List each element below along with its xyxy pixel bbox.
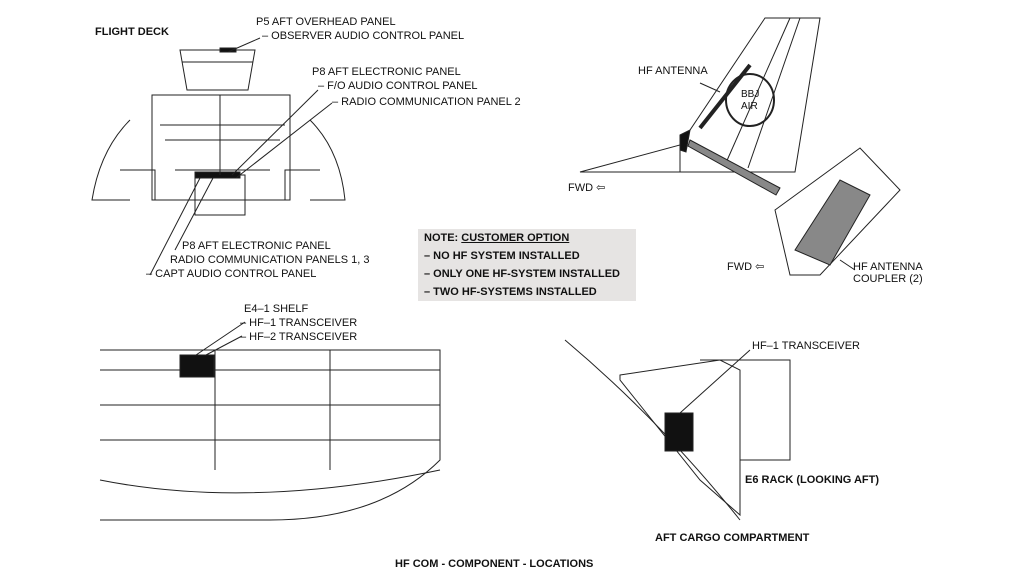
fwd-indicator: FWD ⇦ [727,261,765,273]
e6-rack-label: E6 RACK (LOOKING AFT) [745,474,880,486]
e4-shelf-label: E4–1 SHELF [244,303,309,315]
flight-deck-heading: FLIGHT DECK [95,26,169,38]
customer-option-note: NOTE: CUSTOMER OPTION – NO HF SYSTEM INS… [418,229,636,301]
logo-line1: BBJ [741,89,760,100]
e6-rack-drawing [564,339,791,521]
fo-acp-label: – F/O AUDIO CONTROL PANEL [318,80,478,92]
observer-acp-label: – OBSERVER AUDIO CONTROL PANEL [262,30,465,42]
diagram-title: HF COM - COMPONENT - LOCATIONS [395,558,594,570]
aft-cargo-label: AFT CARGO COMPARTMENT [655,532,810,544]
note-item: – TWO HF-SYSTEMS INSTALLED [424,286,597,298]
capt-acp-label: – CAPT AUDIO CONTROL PANEL [146,268,317,280]
note-heading: NOTE: CUSTOMER OPTION [424,232,570,244]
logo-line2: AIR [741,101,758,112]
e4-shelf-drawing [99,321,441,521]
e6-hf1-label: HF–1 TRANSCEIVER [752,340,860,352]
note-item: – ONLY ONE HF-SYSTEM INSTALLED [424,268,620,280]
e4-hf2-label: – HF–2 TRANSCEIVER [240,331,358,343]
fwd-indicator: FWD ⇦ [568,182,606,194]
rcp13-label: RADIO COMMUNICATION PANELS 1, 3 [170,254,370,266]
p8-panel-bottom-label: P8 AFT ELECTRONIC PANEL [182,240,331,252]
coupler-label-2: COUPLER (2) [853,273,923,285]
tail-drawing [579,17,901,276]
hf-antenna-label: HF ANTENNA [638,65,708,77]
note-item: – NO HF SYSTEM INSTALLED [424,250,580,262]
coupler-label-1: HF ANTENNA [853,261,923,273]
e4-hf1-label: – HF–1 TRANSCEIVER [240,317,358,329]
p8-panel-top-label: P8 AFT ELECTRONIC PANEL [312,66,461,78]
rcp2-label: – RADIO COMMUNICATION PANEL 2 [332,96,521,108]
p5-panel-label: P5 AFT OVERHEAD PANEL [256,16,396,28]
flight-deck-drawing [91,37,346,276]
